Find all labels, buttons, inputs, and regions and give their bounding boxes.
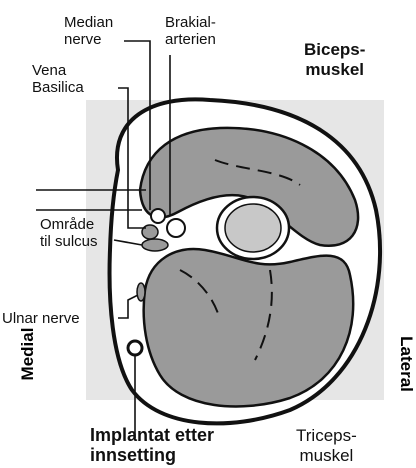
triceps-label: Triceps- muskel <box>296 426 357 466</box>
median-nerve-circle <box>151 209 165 223</box>
implant-circle <box>128 341 142 355</box>
lateral-label: Lateral <box>396 334 416 394</box>
sulcus-area-label: Område til sulcus <box>40 216 98 250</box>
vena-basilica-circle <box>142 225 158 239</box>
brachial-artery-circle <box>167 219 185 237</box>
biceps-label: Biceps- muskel <box>304 40 365 80</box>
median-nerve-label: Median nerve <box>64 14 113 48</box>
sulcus-area <box>142 239 168 251</box>
medial-label: Medial <box>18 326 38 382</box>
ulnar-nerve-label: Ulnar nerve <box>2 310 80 327</box>
implant-label: Implantat etter innsetting <box>90 425 214 465</box>
brachial-artery-label: Brakial- arterien <box>165 14 216 48</box>
vena-basilica-label: Vena Basilica <box>32 62 84 96</box>
ulnar-nerve-shape <box>137 283 145 301</box>
humerus-bone-inner <box>225 204 281 252</box>
